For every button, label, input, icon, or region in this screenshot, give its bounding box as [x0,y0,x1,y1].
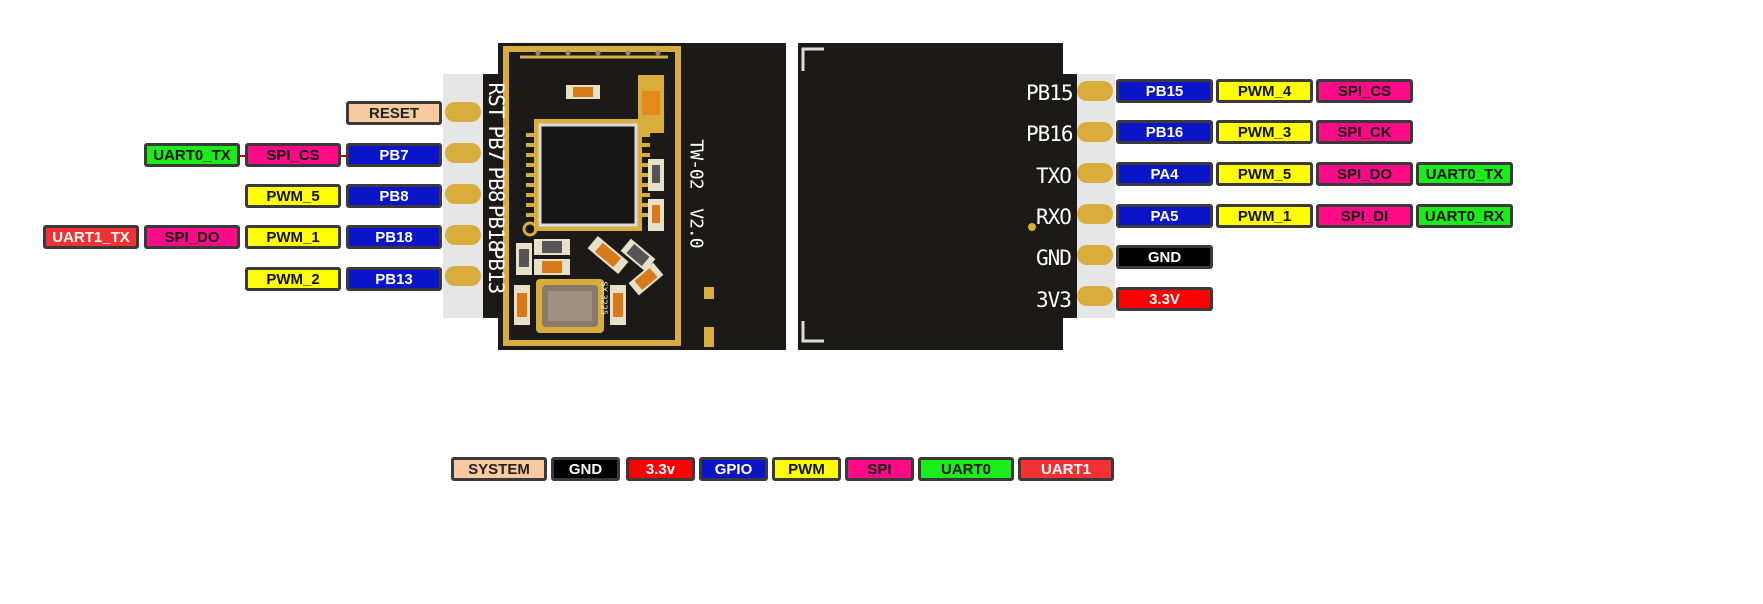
right-pin-label-pb16: PB16 [1026,122,1074,146]
pb13-row-tag-pb13: PB13 [346,267,442,291]
pb15-row-tag-pb15: PB15 [1116,79,1213,103]
legend-spi: SPI [845,457,914,481]
left-pin-label-pb8: PB8 [484,166,508,202]
left-pin-column [443,74,483,318]
pb18-row-tag-uart1-tx: UART1_TX [43,225,139,249]
pb18-row-tag-pwm-1: PWM_1 [245,225,341,249]
legend-uart1: UART1 [1018,457,1114,481]
left-pin-header [443,74,499,318]
gold-pin-pad [1077,81,1113,101]
gold-pin-pad [1077,122,1113,142]
right-pin-header [1063,74,1115,318]
right-pin-label-gnd: GND [1036,246,1072,270]
pb18-row-tag-spi-do: SPI_DO [144,225,240,249]
rxo-row-tag-spi-di: SPI_DI [1316,204,1413,228]
gold-pin-pad [1077,286,1113,306]
txo-row-tag-pwm-5: PWM_5 [1216,162,1313,186]
pb16-row-tag-pwm-3: PWM_3 [1216,120,1313,144]
txo-row-tag-pa4: PA4 [1116,162,1213,186]
pb13-row-tag-pwm-2: PWM_2 [245,267,341,291]
gold-pin-pad [1077,204,1113,224]
back-corner-marks [801,47,1036,343]
rxo-row-tag-uart0-rx: UART0_RX [1416,204,1513,228]
right-pin-label-3v3: 3V3 [1036,288,1072,312]
pb8-row-tag-pb8: PB8 [346,184,442,208]
pb7-row-tag-pb7: PB7 [346,143,442,167]
txo-row-tag-uart0-tx: UART0_TX [1416,162,1513,186]
pb7-row-tag-uart0-tx: UART0_TX [144,143,240,167]
module-front-graphic [498,43,786,350]
legend-gnd: GND [551,457,620,481]
gold-pin-pad [445,102,481,122]
gold-pin-pad [1077,163,1113,183]
left-pin-label-rst: RST [484,82,508,118]
pb16-row-tag-pb16: PB16 [1116,120,1213,144]
legend-pwm: PWM [772,457,841,481]
module-back-view [798,43,1063,350]
legend-uart0: UART0 [918,457,1014,481]
pb16-row-tag-spi-ck: SPI_CK [1316,120,1413,144]
left-pin-label-pb7: PB7 [484,125,508,161]
gold-pin-pad [1077,245,1113,265]
reset-row-tag-reset: RESET [346,101,442,125]
right-pin-label-pb15: PB15 [1026,81,1074,105]
right-pin-label-rxo: RXO [1036,205,1072,229]
pb15-row-tag-pwm-4: PWM_4 [1216,79,1313,103]
pb15-row-tag-spi-cs: SPI_CS [1316,79,1413,103]
left-pin-label-pb13: PB13 [484,246,508,294]
legend-gpio: GPIO [699,457,768,481]
rxo-row-tag-pa5: PA5 [1116,204,1213,228]
right-pin-label-txo: TXO [1036,164,1072,188]
gold-pin-pad [445,143,481,163]
pb18-row-tag-pb18: PB18 [346,225,442,249]
rxo-row-tag-pwm-1: PWM_1 [1216,204,1313,228]
pb7-row-tag-spi-cs: SPI_CS [245,143,341,167]
gold-pin-pad [445,266,481,286]
txo-row-tag-spi-do: SPI_DO [1316,162,1413,186]
module-silkscreen: TW-02 V2.0 [685,139,707,248]
gold-pin-pad [445,225,481,245]
3v3-row-tag-3-3v: 3.3V [1116,287,1213,311]
legend-system: SYSTEM [451,457,547,481]
gnd-row-tag-gnd: GND [1116,245,1213,269]
legend-3-3v: 3.3v [626,457,695,481]
crystal-marking: SX-3225 [599,281,609,315]
right-pin-column [1077,74,1115,318]
pb8-row-tag-pwm-5: PWM_5 [245,184,341,208]
gold-pin-pad [445,184,481,204]
module-front-view: SX-3225 TW-02 V2.0 [498,43,786,350]
